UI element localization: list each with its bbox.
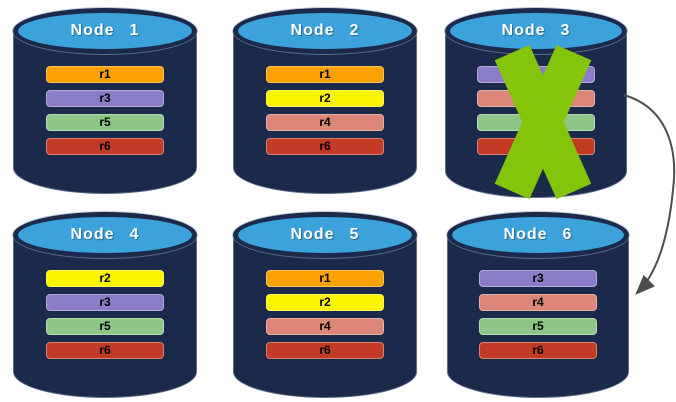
replica-bar: r6 — [266, 138, 384, 155]
replica-bar: r2 — [266, 294, 384, 311]
replica-list: r2 r3 r5 r6 — [46, 270, 164, 359]
replica-bar: r3 — [477, 66, 595, 83]
replica-label: r6 — [530, 139, 542, 153]
replica-bar: r1 — [266, 66, 384, 83]
replica-bar: r1 — [46, 66, 164, 83]
replica-label: r4 — [532, 295, 544, 309]
replica-bar: r6 — [46, 138, 164, 155]
replica-bar: r5 — [479, 318, 597, 335]
replica-label: r1 — [319, 67, 331, 81]
replica-label: r3 — [99, 295, 111, 309]
replica-label: r1 — [99, 67, 111, 81]
replica-label: r6 — [99, 139, 111, 153]
replica-label: r6 — [532, 343, 544, 357]
cylinder-top: Node 4 — [13, 212, 197, 258]
replica-bar: r2 — [266, 90, 384, 107]
replica-bar: r6 — [46, 342, 164, 359]
replica-label: r4 — [319, 319, 331, 333]
cylinder-body — [233, 31, 417, 194]
replica-label: r5 — [99, 319, 111, 333]
replica-bar: r3 — [46, 90, 164, 107]
replica-bar: r5 — [46, 114, 164, 131]
node-1: Node 1 r1 r3 r5 r6 — [13, 8, 197, 194]
replica-label: r3 — [530, 67, 542, 81]
replica-label: r5 — [532, 319, 544, 333]
failover-arrow-path — [623, 94, 676, 295]
cylinder-top: Node 5 — [233, 212, 417, 258]
replica-list: r1 r3 r5 r6 — [46, 66, 164, 155]
cylinder-body — [13, 31, 197, 194]
node-4: Node 4 r2 r3 r5 r6 — [13, 212, 197, 398]
replica-label: r6 — [319, 139, 331, 153]
replica-bar: r5 — [46, 318, 164, 335]
replica-bar: r2 — [46, 270, 164, 287]
replica-label: r6 — [99, 343, 111, 357]
replica-label: r1 — [319, 271, 331, 285]
node-label: Node 1 — [70, 22, 140, 39]
replica-label: r2 — [99, 271, 111, 285]
replica-label: r4 — [530, 91, 542, 105]
node-label: Node 2 — [290, 22, 360, 39]
replica-bar: r3 — [479, 270, 597, 287]
node-label: Node 4 — [70, 226, 140, 243]
replica-label: r5 — [530, 115, 542, 129]
cylinder-body — [233, 235, 417, 398]
cylinder-top: Node 6 — [447, 212, 629, 258]
cylinder-body — [13, 235, 197, 398]
node-3: Node 3 r3 r4 r5 r6 — [445, 8, 627, 200]
replica-bar: r6 — [477, 138, 595, 155]
cylinder-top: Node 3 — [445, 8, 627, 54]
node-label: Node 3 — [501, 22, 571, 39]
replica-bar: r4 — [266, 318, 384, 335]
replica-label: r3 — [99, 91, 111, 105]
replica-label: r6 — [319, 343, 331, 357]
replica-label: r4 — [319, 115, 331, 129]
replica-bar: r4 — [477, 90, 595, 107]
cylinder-top: Node 1 — [13, 8, 197, 54]
node-2: Node 2 r1 r2 r4 r6 — [233, 8, 417, 194]
node-label: Node 5 — [290, 226, 360, 243]
replica-label: r3 — [532, 271, 544, 285]
node-5: Node 5 r1 r2 r4 r6 — [233, 212, 417, 398]
replica-label: r2 — [319, 295, 331, 309]
replica-bar: r6 — [266, 342, 384, 359]
replica-label: r2 — [319, 91, 331, 105]
replica-bar: r3 — [46, 294, 164, 311]
replica-bar: r5 — [477, 114, 595, 131]
replica-bar: r4 — [479, 294, 597, 311]
replica-list: r3 r4 r5 r6 — [479, 270, 597, 359]
replica-list: r1 r2 r4 r6 — [266, 270, 384, 359]
replica-bar: r6 — [479, 342, 597, 359]
replica-list: r1 r2 r4 r6 — [266, 66, 384, 155]
replica-bar: r4 — [266, 114, 384, 131]
replica-list: r3 r4 r5 r6 — [477, 66, 595, 155]
cylinder-top: Node 2 — [233, 8, 417, 54]
cylinder-body — [447, 235, 629, 398]
node-6: Node 6 r3 r4 r5 r6 — [447, 212, 629, 398]
node-label: Node 6 — [503, 226, 573, 243]
replica-label: r5 — [99, 115, 111, 129]
replica-bar: r1 — [266, 270, 384, 287]
